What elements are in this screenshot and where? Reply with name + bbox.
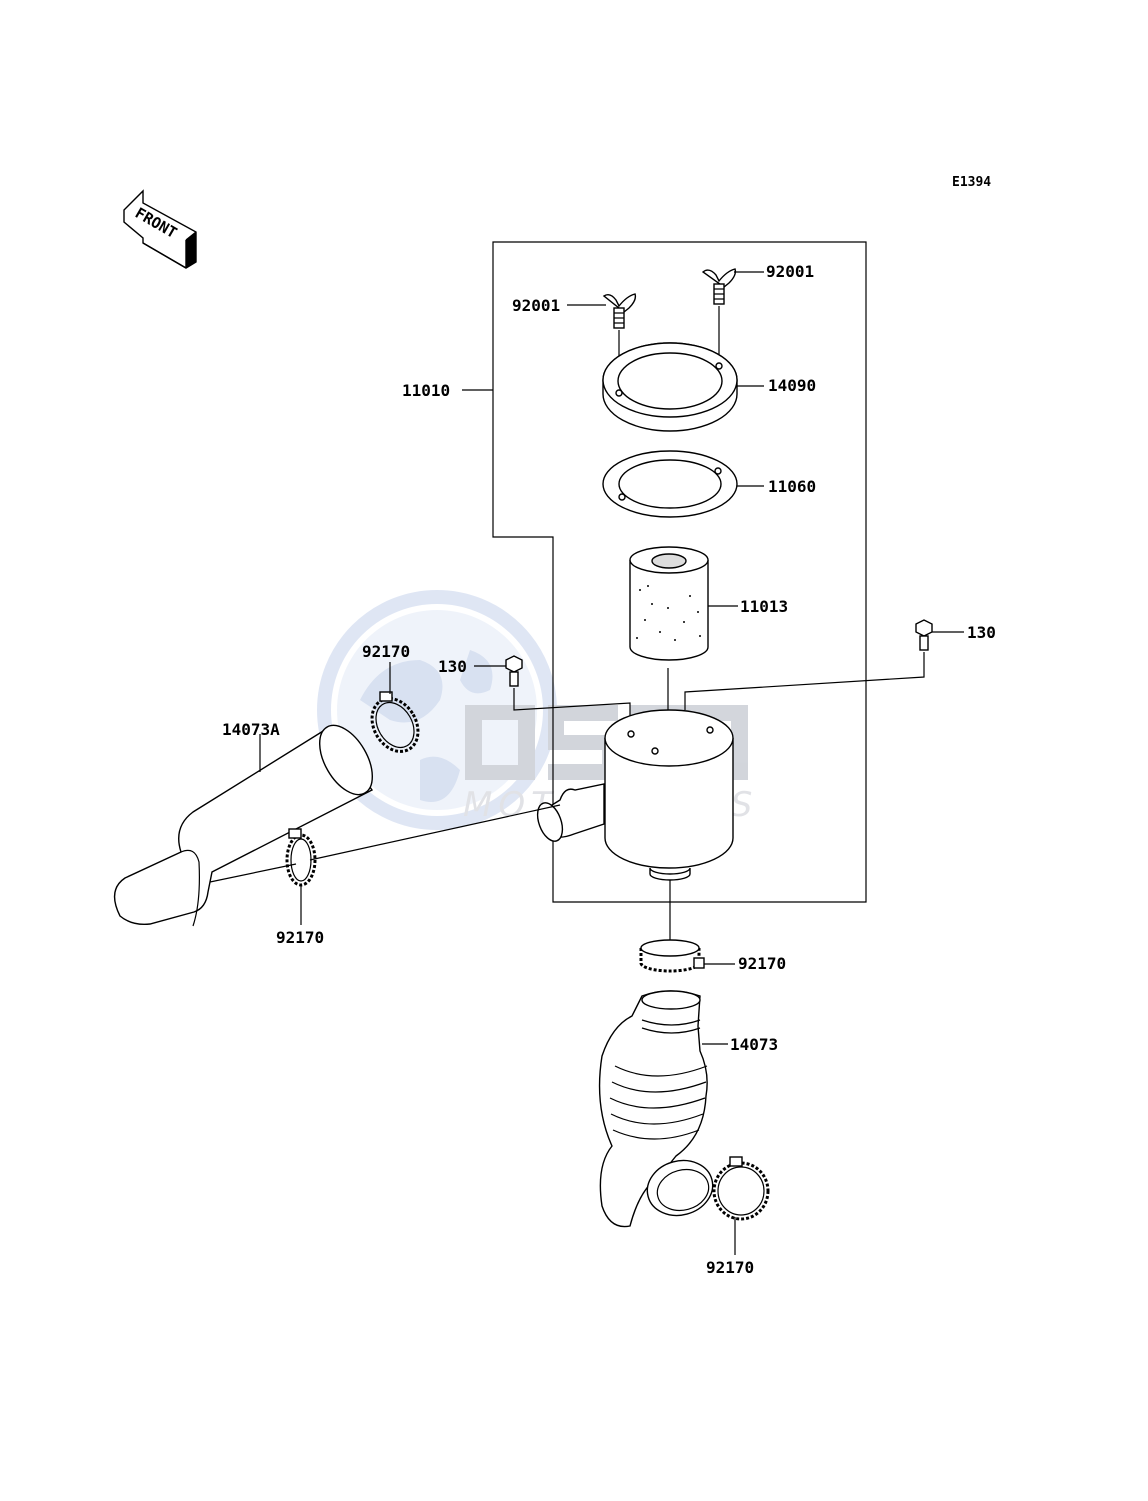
front-arrow-icon: FRONT <box>123 189 197 269</box>
callout-14090: 14090 <box>768 376 816 395</box>
callout-11013: 11013 <box>740 597 788 616</box>
callout-92001-left: 92001 <box>512 296 560 315</box>
clamp-92170-b <box>285 828 317 887</box>
callout-11060: 11060 <box>768 477 816 496</box>
lower-tube-14073 <box>598 990 714 1228</box>
filter-element-11013 <box>629 546 709 661</box>
callout-14073: 14073 <box>730 1035 778 1054</box>
callout-92170-center: 92170 <box>738 954 786 973</box>
wing-bolt-left <box>602 293 637 329</box>
wing-bolt-right <box>701 268 737 305</box>
gasket-11060 <box>602 450 738 518</box>
callout-130-right: 130 <box>967 623 996 642</box>
callout-14073A: 14073A <box>222 720 280 739</box>
cover-14090 <box>602 342 738 432</box>
bolt-130-left <box>505 655 523 687</box>
callout-92170-upper-left: 92170 <box>362 642 410 661</box>
air-cleaner-case <box>536 709 734 881</box>
callout-11010: 11010 <box>402 381 450 400</box>
diagram-code: E1394 <box>952 175 991 190</box>
clamp-92170-a <box>370 691 420 753</box>
intake-duct-14073A <box>113 724 374 927</box>
bolt-130-right <box>915 619 933 651</box>
callout-92170-bottom: 92170 <box>706 1258 754 1277</box>
assembly-bracket-11010 <box>492 241 867 903</box>
clamp-92170-d <box>712 1156 770 1221</box>
clamp-92170-c <box>639 939 705 973</box>
callout-92001-right: 92001 <box>766 262 814 281</box>
callout-130-left: 130 <box>438 657 467 676</box>
callout-92170-lower-left: 92170 <box>276 928 324 947</box>
